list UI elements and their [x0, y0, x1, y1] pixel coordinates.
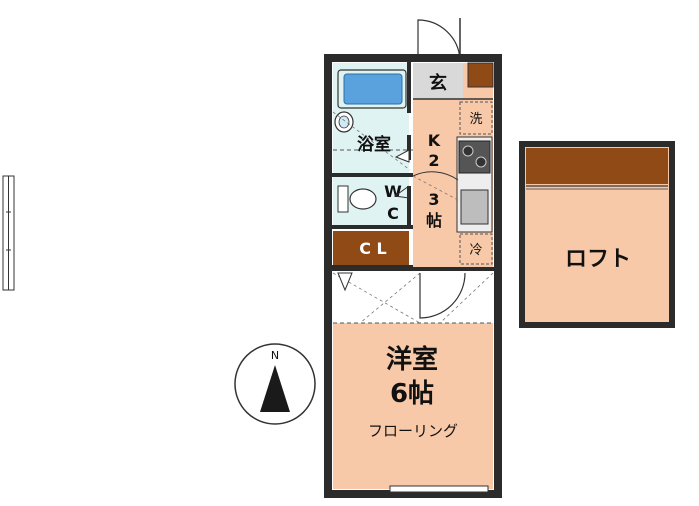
- room-label-genkan: 玄: [429, 72, 447, 94]
- kitchen-label-k: K: [428, 131, 441, 150]
- room-label-western: 洋室: [386, 344, 438, 375]
- closet: [333, 231, 409, 265]
- bathtub: [337, 69, 407, 109]
- shoe-cabinet: [467, 62, 494, 88]
- room-label-western-size: 6帖: [390, 379, 434, 409]
- scale-bar: [2, 175, 15, 291]
- label-fridge: 冷: [469, 243, 482, 258]
- room-label-flooring: フローリング: [368, 422, 458, 440]
- kitchen-counter: [456, 136, 493, 233]
- fridge-space: [459, 233, 493, 265]
- label-washer: 洗: [469, 112, 482, 127]
- genkan-floor: [413, 63, 463, 99]
- compass-north-icon: N: [234, 343, 316, 425]
- room-label-wc-c: C: [387, 204, 399, 223]
- kitchen-label-3: 3: [428, 190, 439, 209]
- bath-sink: [334, 111, 354, 133]
- kitchen-label-2: 2: [428, 151, 439, 170]
- room-label-loft: ロフト: [565, 247, 631, 272]
- room-label-wc-w: W: [384, 182, 402, 201]
- room-label-bath: 浴室: [357, 134, 391, 155]
- washer-space: [459, 101, 493, 135]
- toilet: [337, 185, 377, 213]
- kitchen-label-jo: 帖: [426, 211, 442, 230]
- window-bottom: [389, 485, 489, 493]
- loft: [519, 141, 675, 328]
- room-label-closet: C L: [359, 239, 387, 258]
- compass-label: N: [271, 349, 279, 362]
